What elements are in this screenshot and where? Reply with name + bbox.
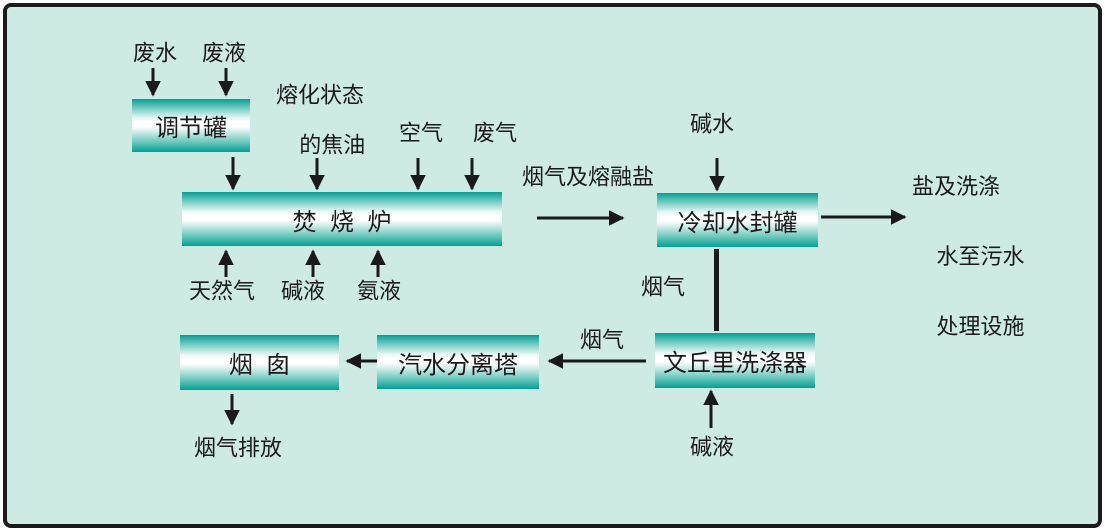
label-alkaline-water: 碱水 [689,111,735,137]
node-incinerator: 焚 烧 炉 [182,192,502,246]
node-cooling-water-seal-tank: 冷却水封罐 [657,193,818,247]
node-steam-water-separation-tower: 汽水分离塔 [377,335,539,389]
node-chimney: 烟 囱 [180,335,339,390]
diagram-canvas [3,3,1102,528]
node-adjustment-tank-label: 调节罐 [155,115,227,142]
label-natural-gas: 天然气 [188,278,256,304]
label-molten-tar: 熔化状态 的焦油 [275,82,366,158]
node-incinerator-label: 焚 烧 炉 [292,208,392,236]
label-ammonia-liquid: 氨液 [356,278,402,304]
node-steam-water-separation-tower-label: 汽水分离塔 [398,351,518,379]
label-waste-liquid: 废液 [201,40,247,66]
label-waste-water: 废水 [132,40,178,66]
node-venturi-scrubber: 文丘里洗涤器 [655,333,815,388]
label-flue-gas-horizontal: 烟气 [579,327,625,353]
label-salt-to-treatment: 盐及洗涤 水至污水 处理设施 [912,174,1025,339]
label-flue-gas-and-molten-salt: 烟气及熔融盐 [521,164,655,190]
label-alkaline-liquid-bottom: 碱液 [689,434,735,460]
label-flue-gas-discharge: 烟气排放 [193,435,283,461]
node-cooling-water-seal-tank-label: 冷却水封罐 [677,209,798,237]
node-chimney-label: 烟 囱 [228,352,291,379]
label-alkaline-liquid-top: 碱液 [280,278,326,304]
label-air: 空气 [398,120,444,146]
node-venturi-scrubber-label: 文丘里洗涤器 [663,350,807,377]
node-adjustment-tank: 调节罐 [132,99,250,152]
label-waste-gas: 废气 [472,120,518,146]
label-flue-gas-vertical: 烟气 [640,274,686,300]
